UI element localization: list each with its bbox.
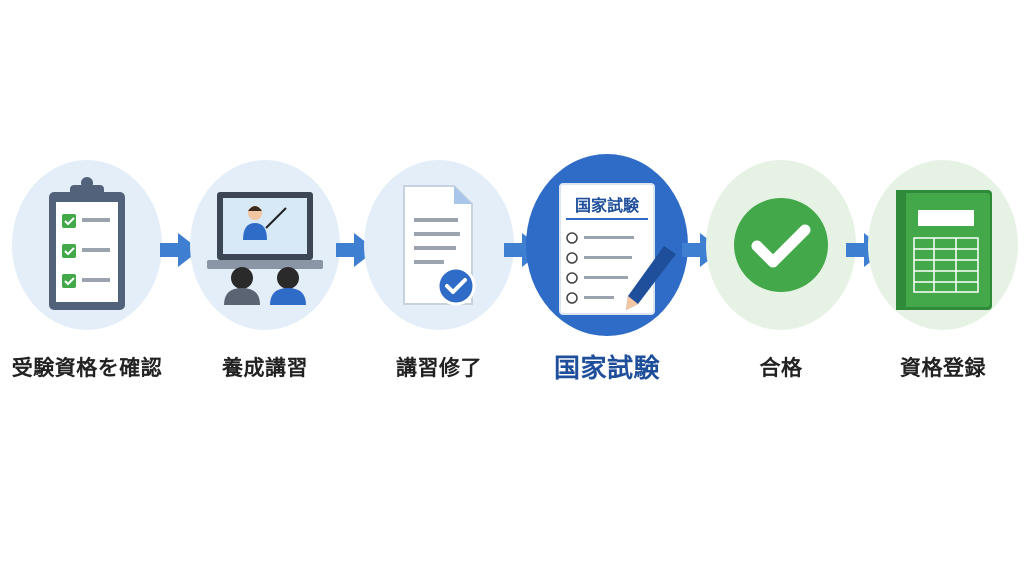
step-training: 養成講習 <box>190 160 340 390</box>
arrow-right-icon <box>336 233 376 267</box>
step-pass: 合格 <box>706 160 856 390</box>
exam-sheet-icon: 国家試験 <box>559 183 676 315</box>
arrow-right-icon <box>846 233 886 267</box>
step-label: 資格登録 <box>900 356 986 380</box>
step-registration: 資格登録 <box>868 160 1018 390</box>
step-label: 養成講習 <box>222 356 308 380</box>
step-national-exam: 国家試験 国家試験 <box>526 154 688 390</box>
arrow-right-icon <box>160 233 200 267</box>
step-circle <box>364 160 514 330</box>
step-circle <box>706 160 856 330</box>
check-circle-icon <box>734 198 828 292</box>
step-label: 合格 <box>759 356 803 380</box>
step-circle <box>12 160 162 330</box>
step-circle-active: 国家試験 <box>526 154 688 336</box>
step-circle <box>190 160 340 330</box>
completed-document-icon <box>403 185 476 306</box>
arrow-right-icon <box>682 233 722 267</box>
clipboard-checklist-icon <box>49 177 125 310</box>
step-label: 講習修了 <box>396 356 482 380</box>
step-course-completion: 講習修了 <box>364 160 514 390</box>
step-eligibility: 受験資格を確認 <box>12 160 162 390</box>
registry-book-icon <box>896 190 992 310</box>
online-lecture-icon <box>207 192 323 305</box>
exam-sheet-title: 国家試験 <box>575 196 640 215</box>
step-label: 受験資格を確認 <box>11 356 163 380</box>
step-circle <box>868 160 1018 330</box>
arrow-right-icon <box>504 233 544 267</box>
step-label-active: 国家試験 <box>553 354 660 384</box>
